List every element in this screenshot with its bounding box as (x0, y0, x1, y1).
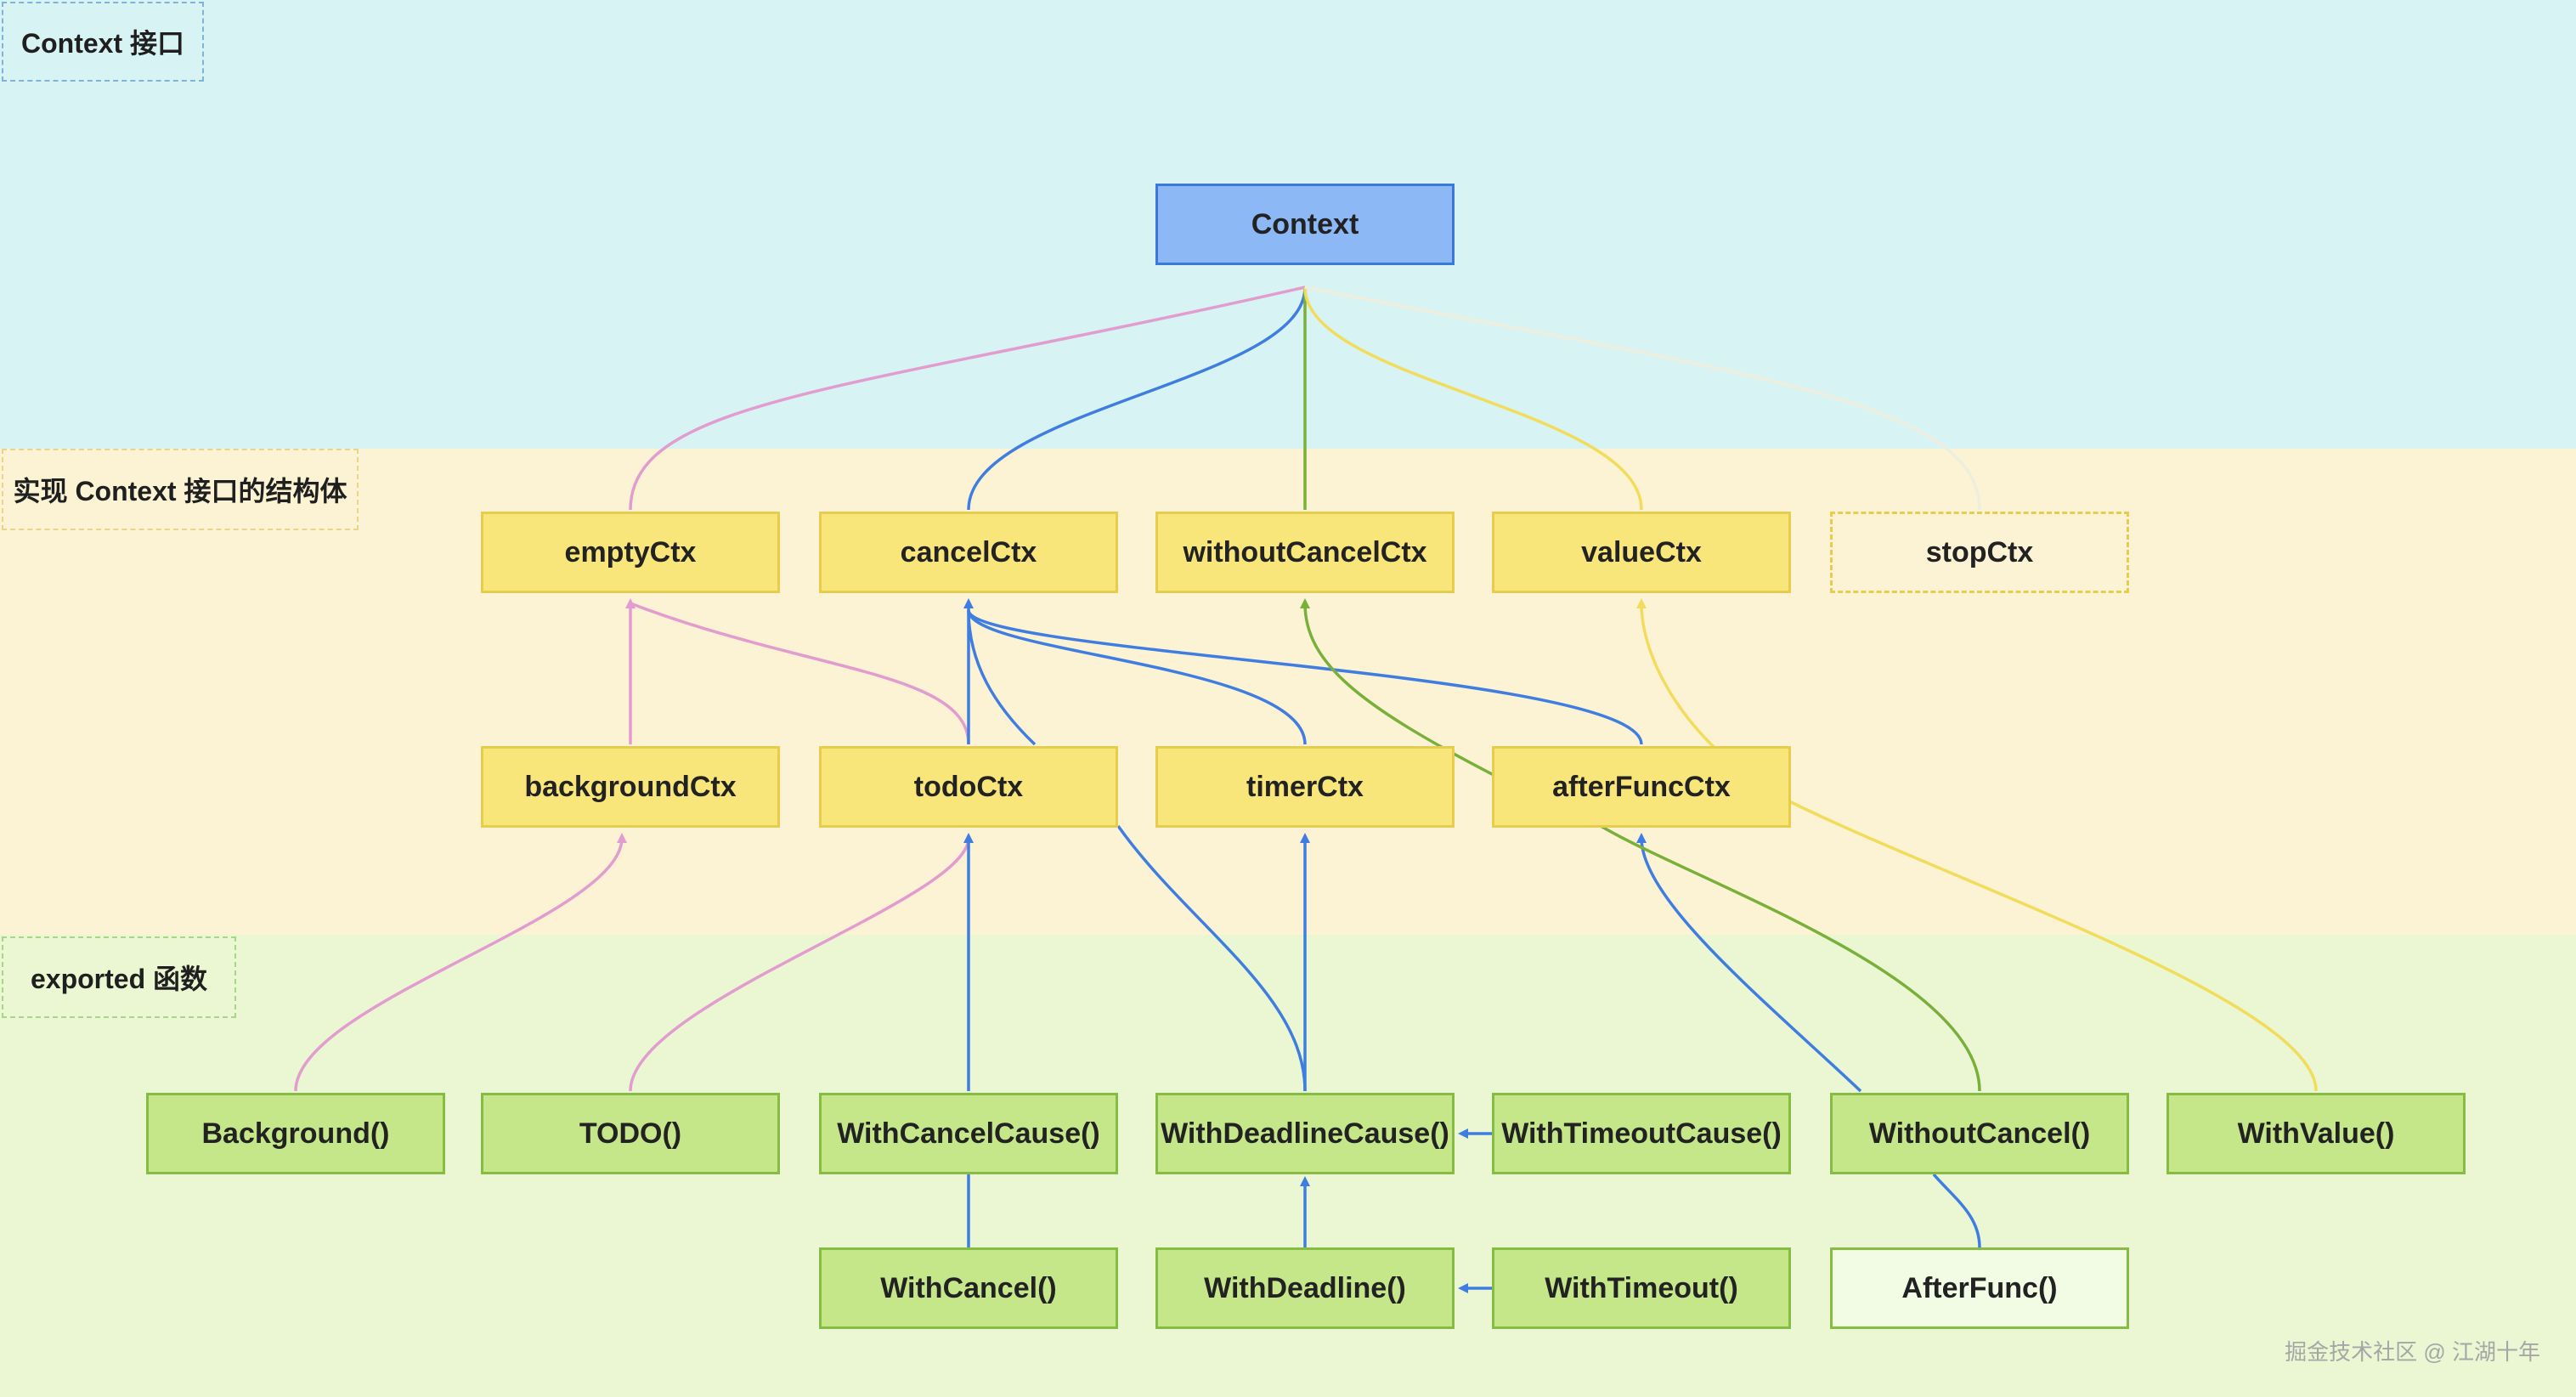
edge-cancelctx-context (967, 286, 1307, 511)
section-label-structs: 实现 Context 接口的结构体 (2, 449, 359, 530)
node-withdeadline[interactable]: WithDeadline() (1155, 1247, 1455, 1329)
node-timerctx[interactable]: timerCtx (1155, 746, 1455, 828)
edge-afterfuncctx-cancelctx (967, 609, 1643, 745)
node-withoutcancelctx[interactable]: withoutCancelCtx (1155, 512, 1455, 593)
edge-todoctx-right-cancelctx (967, 609, 1037, 746)
edge-withdeadlinecause-todoctx (1116, 824, 1307, 1092)
node-backgroundctx[interactable]: backgroundCtx (481, 746, 780, 828)
edge-afterfunc-withoutcancel (1932, 1173, 1981, 1248)
node-valuectx[interactable]: valueCtx (1492, 512, 1791, 593)
node-withvalue[interactable]: WithValue() (2166, 1093, 2466, 1174)
node-afterfuncctx[interactable]: afterFuncCtx (1492, 746, 1791, 828)
edge-timerctx-cancelctx (967, 609, 1307, 745)
edge-stopctx-context (1304, 286, 1981, 511)
node-withtimeout[interactable]: WithTimeout() (1492, 1247, 1791, 1329)
node-withcancel[interactable]: WithCancel() (819, 1247, 1118, 1329)
node-withdeadlinecause[interactable]: WithDeadlineCause() (1155, 1093, 1455, 1174)
node-withtimeoutcause[interactable]: WithTimeoutCause() (1492, 1093, 1791, 1174)
watermark: 掘金技术社区 @ 江湖十年 (2285, 1339, 2540, 1365)
section-label-interface: Context 接口 (2, 2, 204, 82)
node-stopctx[interactable]: stopCtx (1830, 512, 2129, 593)
node-background[interactable]: Background() (146, 1093, 445, 1174)
section-label-exported: exported 函数 (2, 936, 236, 1018)
node-todo[interactable]: TODO() (481, 1093, 780, 1174)
node-cancelctx[interactable]: cancelCtx (819, 512, 1118, 593)
edge-withoutcancel-afterfuncctx (1636, 833, 1862, 1093)
node-withcancelcause[interactable]: WithCancelCause() (819, 1093, 1118, 1174)
edge-background-backgroundctx (294, 833, 627, 1092)
edge-withvalue-valuectx (1636, 598, 2318, 1092)
node-afterfunc[interactable]: AfterFunc() (1830, 1247, 2129, 1329)
node-emptyctx[interactable]: emptyCtx (481, 512, 780, 593)
edge-todo-todoctx (629, 837, 970, 1092)
node-withoutcancel[interactable]: WithoutCancel() (1830, 1093, 2129, 1174)
edge-valuectx-context (1303, 286, 1643, 511)
node-context[interactable]: Context (1155, 184, 1455, 265)
edge-todoctx-emptyctx (630, 602, 970, 745)
node-todoctx[interactable]: todoCtx (819, 746, 1118, 828)
edge-emptyctx-context (629, 286, 1306, 511)
edge-withoutcancel-green (1600, 824, 1981, 1092)
